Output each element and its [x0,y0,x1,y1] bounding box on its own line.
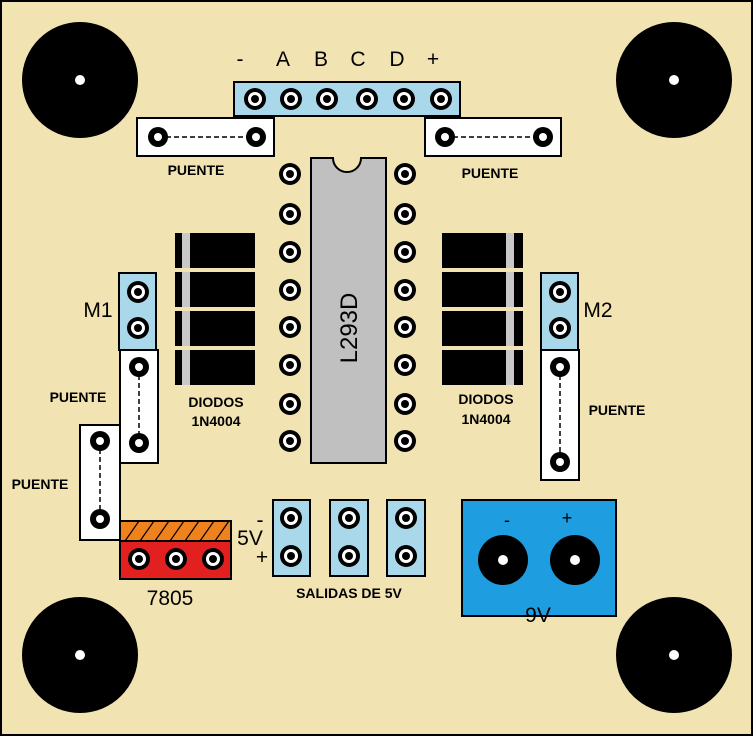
bridge-label: PUENTE [589,402,646,418]
solder-pad-icon [279,354,301,376]
solder-pad-icon [279,241,301,263]
mounting-hole-icon-top-right [616,22,732,138]
bridge-left-lower [79,424,121,541]
ic-label: L293D [336,293,363,364]
solder-pad-icon [394,203,416,225]
solder-pad-icon [394,430,416,452]
solder-pad-icon [356,88,378,110]
solder-pad-icon [316,88,338,110]
solder-pad-icon [280,507,302,529]
power-minus-label: - [504,510,510,530]
diode-icon [442,311,523,346]
regulator-label: 7805 [147,587,194,610]
bridge-label: PUENTE [12,476,69,492]
solder-pad-icon [394,241,416,263]
mounting-hole-icon-bottom-right [616,597,732,713]
solder-pad-icon [244,88,266,110]
diodes-left-label-line1: DIODOS [188,394,243,410]
power-9v-terminal [461,499,617,617]
solder-pad-icon [395,507,417,529]
solder-pad-icon [280,88,302,110]
solder-pad-icon [279,316,301,338]
ic-pads-left [279,163,301,452]
output-5v-connector-2 [329,499,369,577]
power-label: 9V [525,604,551,627]
regulator-minus-label: - [257,509,264,532]
header-pin-label: C [350,48,365,71]
diode-icon [175,233,255,268]
solder-pad-icon [128,548,150,570]
solder-pad-icon [338,545,360,567]
diode-icon [442,233,523,268]
solder-pad-icon [202,548,224,570]
solder-pad-icon [165,548,187,570]
bridge-top-right [424,117,562,157]
solder-pad-icon [549,281,571,303]
motor-m1-label: M1 [83,299,112,322]
solder-pad-icon [338,507,360,529]
input-header-connector [233,81,461,117]
diode-icon [442,272,523,307]
ic-pads-right [394,163,416,452]
header-pin-label: D [389,48,404,71]
bridge-left-upper [119,349,159,464]
solder-pad-icon [394,316,416,338]
regulator-7805 [119,520,232,580]
solder-pad-icon [279,163,301,185]
header-pin-label: A [276,48,290,71]
solder-pad-icon [127,281,149,303]
solder-pad-icon [394,354,416,376]
diode-icon [175,272,255,307]
motor-m2-label: M2 [583,299,612,322]
diode-icon [442,350,523,385]
diode-icon [175,311,255,346]
bridge-label: PUENTE [168,162,225,178]
solder-pad-icon [394,163,416,185]
motor-m2-connector [540,272,579,351]
header-pin-label: B [314,48,328,71]
l293d-ic [310,157,387,464]
solder-pad-icon [280,545,302,567]
solder-pad-icon [430,88,452,110]
solder-pad-icon [127,317,149,339]
bridge-top-left [136,117,275,157]
solder-pad-icon [279,430,301,452]
output-5v-connector-3 [386,499,426,577]
diode-icon-group-right [442,233,523,385]
solder-pad-icon [279,279,301,301]
solder-pad-icon [393,88,415,110]
bridge-label: PUENTE [462,165,519,181]
motor-m1-connector [118,272,157,351]
diodes-right-label-line1: DIODOS [458,391,513,407]
solder-pad-icon [394,279,416,301]
regulator-output-label: 5V [237,527,263,550]
bridge-label: PUENTE [50,389,107,405]
mounting-hole-icon-top-left [22,22,138,138]
diodes-left-label-line2: 1N4004 [191,413,240,429]
mounting-hole-icon-bottom-left [22,597,138,713]
solder-pad-icon [394,393,416,415]
regulator-plus-label: + [256,546,268,569]
output-5v-connector-1 [272,499,311,577]
diodes-right-label-line2: 1N4004 [461,411,510,427]
solder-pad-icon [395,545,417,567]
diode-icon-group-left [175,233,255,385]
solder-pad-icon [279,393,301,415]
solder-pad-icon [279,203,301,225]
header-pin-label: + [427,48,439,71]
power-plus-label: + [562,508,573,528]
solder-pad-icon [549,317,571,339]
header-pin-label: - [237,48,244,71]
diode-icon [175,350,255,385]
bridge-right [540,349,580,481]
outputs-label: SALIDAS DE 5V [296,585,402,601]
